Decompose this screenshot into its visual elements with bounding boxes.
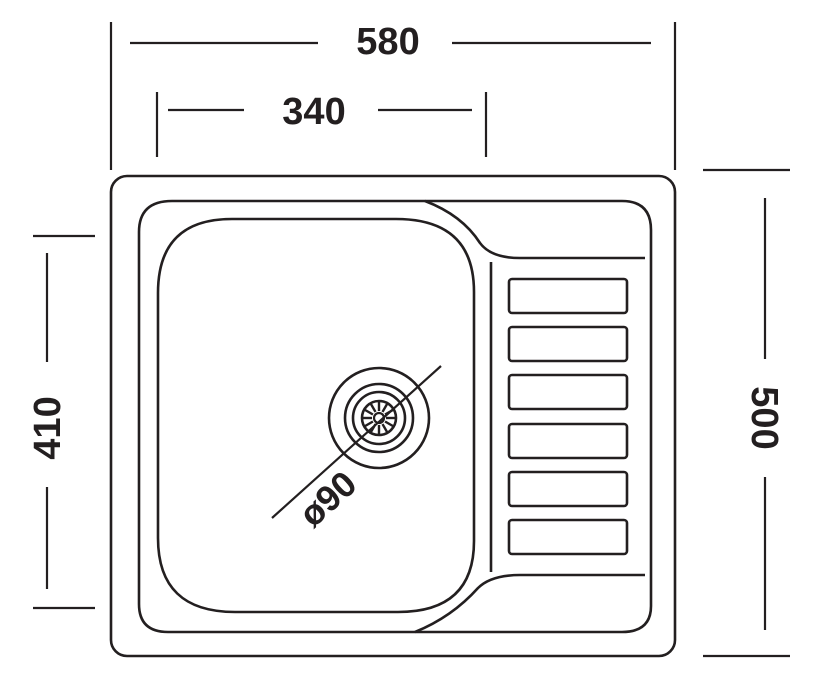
drainer-groove — [507, 373, 629, 411]
drainer-boundary-bottom — [414, 573, 645, 634]
drain-spoke — [384, 420, 394, 428]
drain-spoke — [381, 423, 389, 433]
drain-spoke — [364, 408, 374, 416]
drain-spoke — [364, 420, 374, 428]
drainer-groove — [507, 470, 629, 508]
drain-icon — [327, 366, 431, 470]
drain-diameter-leader — [271, 365, 442, 519]
drain-strainer-ring — [360, 399, 398, 437]
overall-depth-dimension: 500 — [703, 168, 790, 658]
bowl-width-dimension: 340 — [155, 91, 488, 157]
drain-inner-ring — [351, 390, 407, 446]
drainer-groove — [507, 277, 629, 315]
bowl-depth-dimension: 410 — [27, 234, 95, 610]
drain-outer-ring — [327, 366, 431, 470]
overall-width-dimension: 580 — [109, 21, 677, 170]
sink-inner-deck — [137, 199, 653, 634]
drainer-grooves — [507, 277, 629, 556]
drain-strainer-spokes — [363, 402, 395, 434]
bowl-width-label: 340 — [282, 91, 345, 133]
drain-spoke — [381, 403, 389, 413]
drain-middle-ring — [343, 382, 415, 454]
overall-depth-label: 500 — [743, 386, 785, 449]
drainer-groove — [507, 422, 629, 460]
bowl-depth-label: 410 — [27, 396, 69, 459]
drainer-boundary-top — [424, 199, 645, 260]
overall-width-label: 580 — [356, 21, 419, 63]
drainer-groove — [507, 518, 629, 556]
sink-bowl — [156, 217, 476, 614]
drain-spoke — [369, 403, 377, 413]
drainer-groove — [507, 325, 629, 363]
drain-diameter-label: ø90 — [291, 463, 365, 535]
sink-outer-edge — [109, 174, 677, 658]
